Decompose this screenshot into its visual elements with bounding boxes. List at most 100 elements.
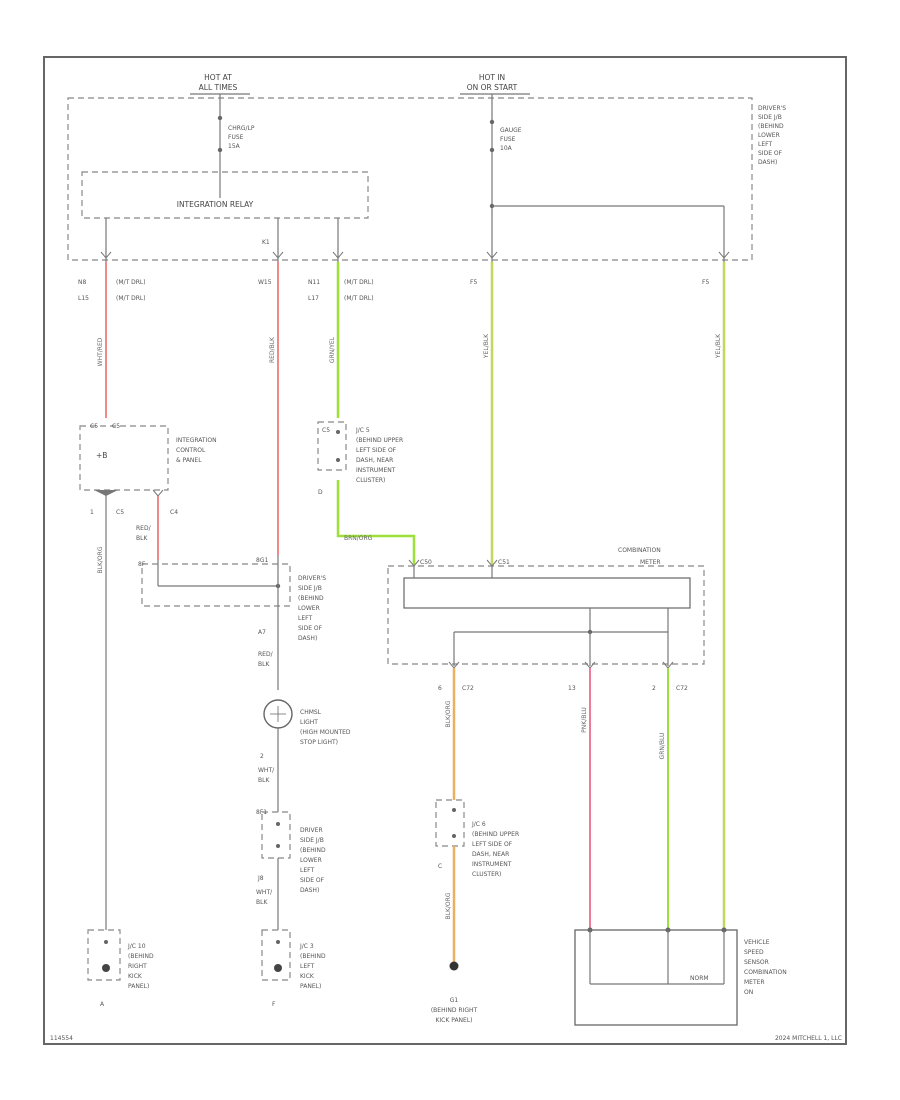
fuse-left-label-2: FUSE — [228, 134, 244, 141]
jm-wire-blk: BLK — [258, 661, 270, 668]
vss-label-4: COMBINATION — [744, 969, 787, 976]
junction-lower-box — [261, 811, 291, 859]
relay-pin-k1: K1 — [262, 239, 270, 246]
wire-label-blk-org-1: BLK/ORG — [445, 700, 452, 727]
jl-pin-top: 8F1 — [256, 809, 267, 816]
terminal-n11-spec: (M/T DRL) — [344, 279, 374, 286]
jc-upper-left-box — [317, 421, 347, 471]
ic-wire-red: RED/ — [136, 525, 152, 532]
ic-inner-b: +B — [96, 451, 107, 460]
jc3-label-1: J/C 3 — [299, 943, 314, 950]
jb-label-4: LOWER — [758, 132, 780, 139]
terminal-n11: N11 — [308, 279, 320, 286]
terminal-l15-spec: (M/T DRL) — [116, 295, 146, 302]
footer-left: 114554 — [50, 1035, 73, 1042]
vss-label-6: ON — [744, 989, 753, 996]
jl-label-6: SIDE OF — [300, 877, 325, 884]
jc-ul-label-4: DASH, NEAR — [356, 457, 393, 464]
ic-label-3: & PANEL — [176, 457, 202, 464]
jc3-box — [261, 929, 291, 981]
wire-label-yel-blk-2: YEL/BLK — [715, 333, 722, 359]
jm-label-5: LEFT — [298, 615, 312, 622]
terminal-n8-spec: (M/T DRL) — [116, 279, 146, 286]
jc-ul-label-6: CLUSTER) — [356, 477, 385, 484]
wire-label-brn-org: BRN/ORG — [344, 535, 373, 542]
chmsl-label-2: LIGHT — [300, 719, 318, 726]
cm-pin-c72-a: C72 — [462, 685, 474, 692]
combination-meter-box — [387, 565, 705, 665]
terminal-w15: W15 — [258, 279, 272, 286]
jc-ur-label-6: CLUSTER) — [472, 871, 501, 878]
vss-label-2: SPEED — [744, 949, 764, 956]
jm-pin-below: A7 — [258, 629, 266, 636]
jc-upper-right-box — [435, 799, 465, 847]
jc10-label-1: J/C 10 — [127, 943, 146, 950]
integration-relay-box — [81, 171, 369, 219]
jb-label-3: (BEHIND — [758, 123, 784, 130]
jm-label-6: SIDE OF — [298, 625, 323, 632]
fuse-right-label-1: GAUGE — [500, 127, 522, 134]
wire-label-grn-blu: GRN/BLU — [659, 733, 666, 760]
jc-ul-pin-top: C5 — [322, 427, 330, 434]
jc-ur-label-1: J/C 6 — [471, 821, 486, 828]
cm-label-2: METER — [640, 559, 661, 566]
ground-g1-label-2: KICK PANEL) — [435, 1017, 472, 1024]
drivers-junction-block-box — [67, 97, 753, 261]
jl-label-3: (BEHIND — [300, 847, 326, 854]
jb-label-2: SIDE J/B — [758, 114, 782, 121]
terminal-n8: N8 — [78, 279, 86, 286]
jl-label-4: LOWER — [300, 857, 322, 864]
cm-pin-13: 13 — [568, 685, 576, 692]
ic-pin-c4: C4 — [170, 509, 178, 516]
vss-label-1: VEHICLE — [744, 939, 770, 946]
wire-label-grn-yel: GRN/YEL — [329, 336, 336, 363]
jc10-label-2: (BEHIND — [128, 953, 154, 960]
diagram-frame — [43, 56, 847, 1045]
integration-relay-label: INTEGRATION RELAY — [177, 200, 254, 209]
wire-label-red-blk: RED/BLK — [269, 336, 276, 363]
fuse-left-label-1: CHRG/LP — [228, 125, 255, 132]
fuse-right-label-3: 10A — [500, 145, 513, 152]
hot-at-all-times-label: HOT AT — [204, 73, 232, 82]
jc-ur-pin-c: C — [438, 863, 442, 870]
jl-pin-below: J8 — [257, 875, 264, 882]
cm-pin-c72-b: C72 — [676, 685, 688, 692]
vss-inner-norm: NORM — [690, 975, 709, 982]
jm-label-7: DASH) — [298, 635, 317, 642]
terminal-f5-right: F5 — [702, 279, 709, 286]
jl-label-7: DASH) — [300, 887, 319, 894]
hot-in-run-label: HOT IN — [479, 73, 505, 82]
junction-mid-box — [141, 563, 291, 607]
wire-label-yel-blk-1: YEL/BLK — [483, 333, 490, 359]
terminal-l17: L17 — [308, 295, 319, 302]
ic-label-2: CONTROL — [176, 447, 206, 454]
jl-label-5: LEFT — [300, 867, 314, 874]
jc10-box — [87, 929, 121, 981]
jm-label-2: SIDE J/B — [298, 585, 322, 592]
wire-brn-org-to-meter — [336, 480, 416, 565]
ic-wire-blk: BLK — [136, 535, 148, 542]
jc-ul-label-5: INSTRUMENT — [356, 467, 396, 474]
wire-label-pnk-blu: PNK/BLU — [581, 707, 588, 733]
jc-ur-label-3: LEFT SIDE OF — [472, 841, 513, 848]
chmsl-pin-2: 2 — [260, 753, 264, 760]
chmsl-label-1: CHMSL — [300, 709, 322, 716]
ic-pin-1: 1 — [90, 509, 94, 516]
jc3-label-4: KICK — [300, 973, 315, 980]
jb-label-5: LEFT — [758, 141, 772, 148]
fuse-right-label-2: FUSE — [500, 136, 516, 143]
jm-pin-left: 8F — [138, 561, 146, 568]
jc-ur-label-2: (BEHIND UPPER — [472, 831, 519, 838]
terminal-f5-left: F5 — [470, 279, 477, 286]
jb-label-7: DASH) — [758, 159, 777, 166]
terminal-l15: L15 — [78, 295, 89, 302]
cm-label-1: COMBINATION — [618, 547, 661, 554]
jl-label-2: SIDE J/B — [300, 837, 324, 844]
chmsl-label-4: STOP LIGHT) — [300, 739, 338, 746]
jc-ur-label-4: DASH, NEAR — [472, 851, 509, 858]
hot-at-all-times-label-2: ALL TIMES — [199, 83, 238, 92]
cm-pin-c50: C50 — [420, 559, 432, 566]
jc-ul-pin-bottom: D — [318, 489, 323, 496]
jc10-ground: A — [100, 1001, 105, 1008]
